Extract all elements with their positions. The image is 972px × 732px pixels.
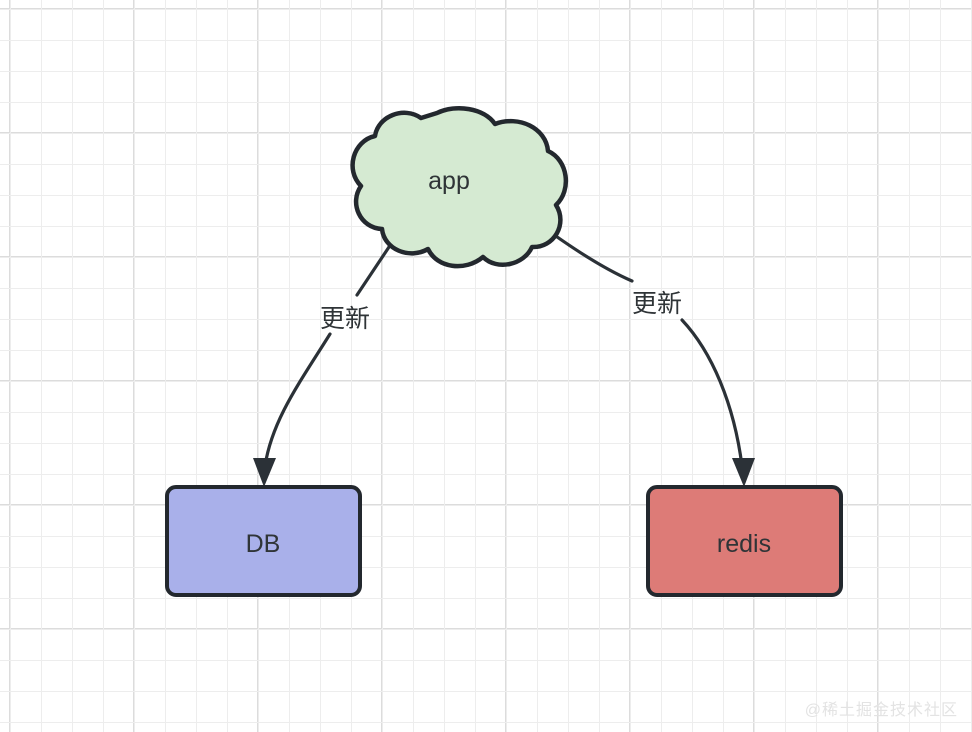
edge-app-to-redis-lower-segment <box>680 318 744 468</box>
edge-app-to-redis[interactable] <box>533 219 755 487</box>
edge-label-app-to-redis: 更新 <box>632 290 682 318</box>
edge-app-to-db-upper-segment <box>355 239 395 297</box>
watermark: @稀土掘金技术社区 <box>804 702 958 719</box>
edge-app-to-db[interactable] <box>253 239 395 487</box>
node-db-label: DB <box>246 530 281 558</box>
cloud-shape <box>350 106 569 269</box>
node-app-label: app <box>428 167 470 195</box>
edge-app-to-db-lower-segment <box>263 332 332 468</box>
edge-app-to-redis-arrowhead <box>732 458 755 487</box>
node-app[interactable]: app <box>350 106 569 269</box>
node-redis[interactable]: redis <box>646 485 843 597</box>
edge-app-to-db-arrowhead <box>253 458 276 487</box>
node-redis-shape <box>646 485 843 597</box>
node-db[interactable]: DB <box>165 485 362 597</box>
edge-label-app-to-db: 更新 <box>320 305 370 333</box>
node-db-shape <box>165 485 362 597</box>
node-redis-label: redis <box>717 530 771 558</box>
